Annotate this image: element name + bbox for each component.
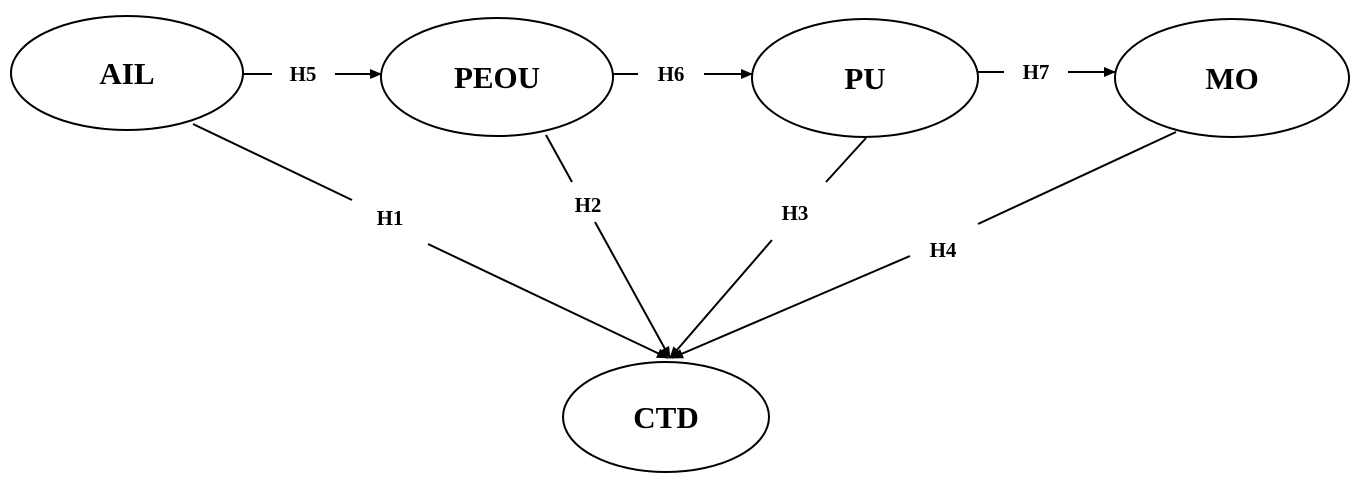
edge-h1-label: H1 [377, 206, 404, 230]
node-peou-label: PEOU [454, 60, 540, 95]
edge-h5: H5 [243, 62, 382, 86]
edge-h7: H7 [978, 60, 1116, 84]
edge-h1-arrow [427, 243, 669, 359]
node-ail-ellipse [10, 15, 244, 131]
edge-h3-label: H3 [782, 201, 809, 225]
edge-h1: H1 [192, 123, 669, 359]
node-peou: PEOU [380, 17, 614, 137]
node-pu-ellipse [751, 18, 979, 138]
edge-h2-label: H2 [575, 193, 602, 217]
node-ail-label: AIL [99, 56, 154, 91]
node-pu-label: PU [844, 61, 885, 96]
edge-h3-line-start [825, 137, 867, 183]
node-ail: AIL [10, 15, 244, 131]
edge-h2: H2 [545, 134, 671, 359]
node-pu: PU [751, 18, 979, 138]
node-ctd: CTD [562, 361, 770, 473]
edge-h2-arrow [594, 221, 671, 359]
node-ctd-ellipse [562, 361, 770, 473]
edge-h3: H3 [669, 137, 867, 359]
edge-h3-arrow [669, 239, 773, 359]
edge-h2-line-start [545, 134, 573, 183]
edge-h5-label: H5 [290, 62, 317, 86]
edge-h7-label: H7 [1023, 60, 1050, 84]
edge-h4-line-start [977, 131, 1177, 225]
edge-h1-line-start [192, 123, 353, 201]
node-peou-ellipse [380, 17, 614, 137]
edge-h4-arrow [671, 255, 911, 359]
edge-h4-label: H4 [930, 238, 957, 262]
node-ctd-label: CTD [633, 400, 698, 435]
node-mo-label: MO [1205, 61, 1258, 96]
edge-h6: H6 [613, 62, 753, 86]
node-mo: MO [1114, 18, 1350, 138]
edge-h4: H4 [671, 131, 1177, 359]
node-mo-ellipse [1114, 18, 1350, 138]
edge-h6-label: H6 [658, 62, 685, 86]
